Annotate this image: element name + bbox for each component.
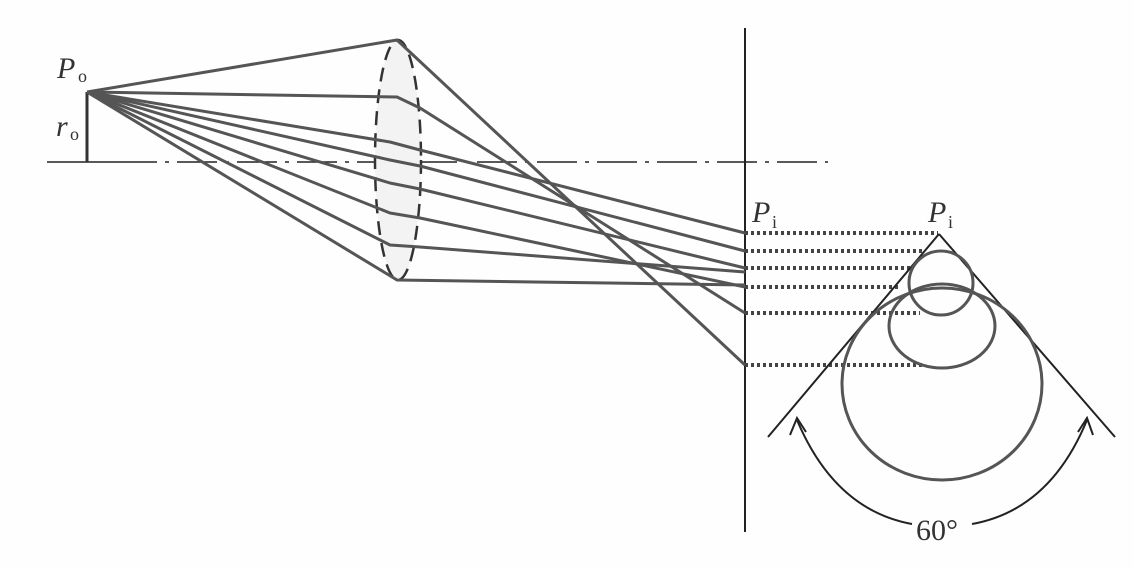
arrowhead-left [789, 415, 807, 436]
angle-label: 60° [916, 514, 958, 547]
ray [86, 38, 747, 367]
ray [86, 90, 746, 287]
rays [86, 38, 747, 367]
ray [86, 90, 746, 235]
ray [86, 90, 746, 274]
object-height-subscript: o [70, 124, 79, 144]
image-point-subscript-left: i [772, 212, 777, 232]
coma-circle-medium [887, 282, 997, 370]
ray [86, 90, 746, 315]
dotted-projections [745, 231, 938, 367]
coma-circle-large [840, 286, 1044, 482]
ray [86, 90, 746, 270]
image-point-label-right: P [927, 196, 946, 229]
arrowhead-right [1077, 415, 1094, 436]
coma-pattern [767, 233, 1116, 525]
image-point-label-left: P [751, 196, 770, 229]
object-height-label: r [56, 110, 68, 143]
lens [373, 38, 423, 282]
cone-left-edge [767, 233, 940, 438]
image-point-subscript-right: i [948, 212, 953, 232]
object-point-label: P [56, 52, 75, 85]
angle-arc-left [796, 419, 913, 525]
ray [86, 90, 746, 289]
coma-circle-small [907, 249, 975, 317]
object-point-subscript: o [78, 66, 87, 86]
angle-arc-right [971, 419, 1088, 525]
ray [86, 90, 746, 253]
